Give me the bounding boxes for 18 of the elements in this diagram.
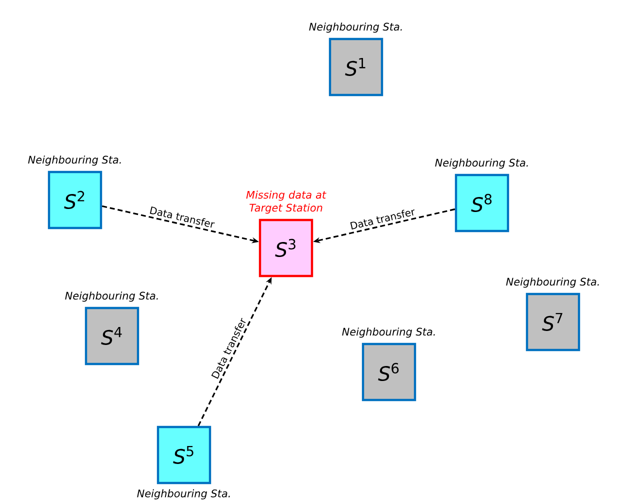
- station-label: Neighbouring Sta.: [137, 489, 230, 500]
- station-box: S$^{7}$: [526, 292, 580, 352]
- station-box: S$^{5}$: [156, 426, 212, 484]
- station-label: Neighbouring Sta.: [342, 328, 435, 338]
- station-label: Missing data at Target Station: [246, 190, 326, 214]
- station-box: S$^{3}$: [258, 218, 314, 278]
- station-box: S$^{1}$: [328, 38, 384, 96]
- station-box: S$^{2}$: [48, 170, 102, 230]
- station-label: Neighbouring Sta.: [435, 158, 528, 169]
- station-label: Neighbouring Sta.: [309, 22, 402, 33]
- station-label: Neighbouring Sta.: [65, 292, 158, 302]
- station-label: Neighbouring Sta.: [28, 156, 121, 166]
- station-label: Neighbouring Sta.: [506, 278, 599, 288]
- edge-label: Data transfer: [150, 206, 215, 228]
- station-box: S$^{8}$: [454, 174, 510, 232]
- edge-label: Data transfer: [350, 209, 415, 230]
- station-box: S$^{6}$: [362, 342, 416, 402]
- station-box: S$^{4}$: [84, 306, 140, 366]
